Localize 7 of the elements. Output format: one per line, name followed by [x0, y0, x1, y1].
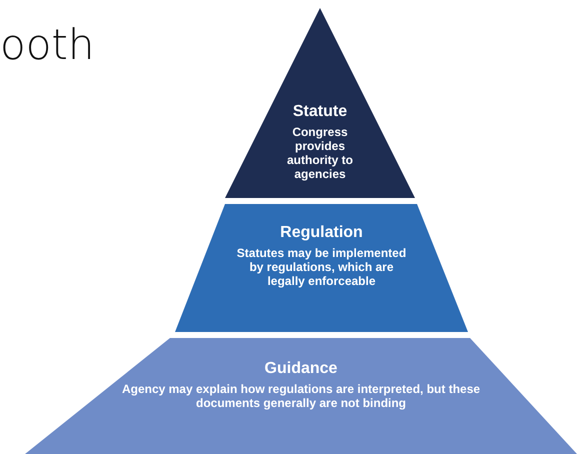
- tier-description: Statutes may be implemented by regulations, which are legally enforceable: [236, 246, 408, 288]
- heading-fragment: ooth: [0, 20, 94, 69]
- tier-heading: Regulation: [280, 224, 363, 242]
- tier-description: Agency may explain how regulations are interpreted, but these documents generally are not binding: [120, 382, 482, 410]
- tier-heading: Statute: [292, 103, 348, 121]
- tier-description: Congress provides authority to agencies: [286, 125, 354, 181]
- tier-heading: Guidance: [264, 360, 338, 378]
